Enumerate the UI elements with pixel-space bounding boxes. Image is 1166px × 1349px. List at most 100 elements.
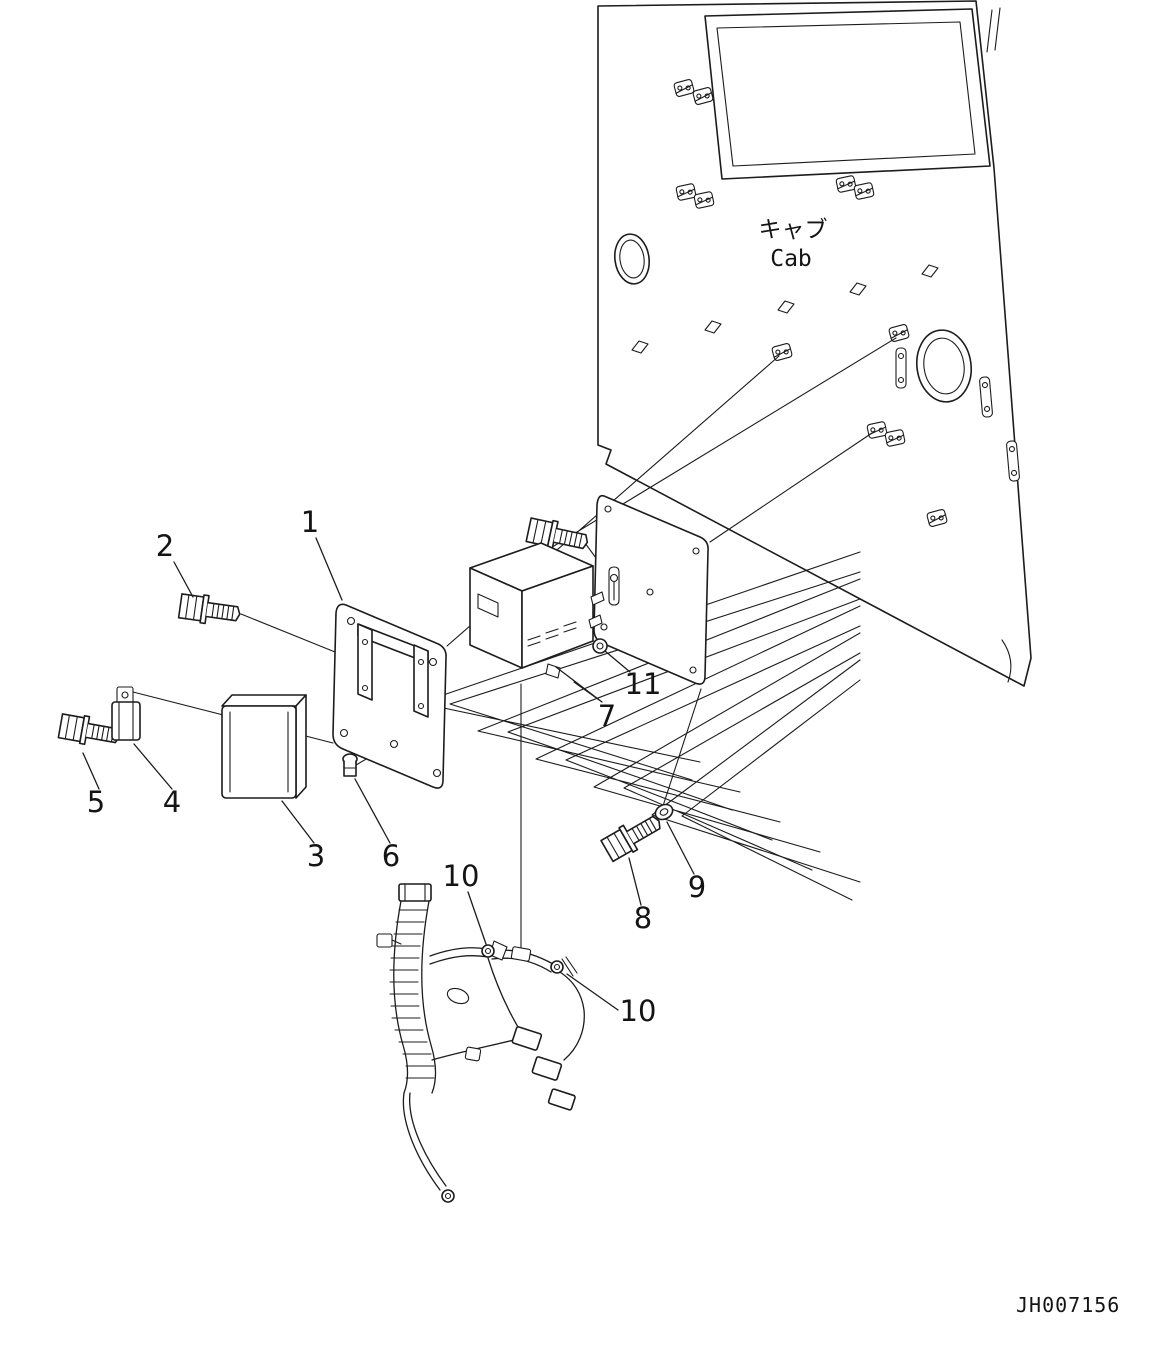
controller-tab xyxy=(590,591,605,606)
cab-panel-corner-detail xyxy=(1001,639,1012,683)
harness-clip-icon xyxy=(887,323,911,343)
clamp-ring-outer xyxy=(550,960,564,974)
harness-wire-loop xyxy=(446,987,470,1005)
bracket-hole xyxy=(417,702,425,710)
mounting-plate xyxy=(332,603,447,789)
harness-clip-icon xyxy=(925,508,949,528)
harness-tube-ribs xyxy=(389,909,435,1079)
bracket-hole xyxy=(361,684,369,692)
plate-bracket-right-rail xyxy=(413,644,429,718)
bracket-hole xyxy=(417,658,425,666)
clamp-4-body xyxy=(111,701,141,741)
bracket-hole xyxy=(361,638,369,646)
cab-label-japanese: キャブ xyxy=(759,217,828,243)
harness-cap-lines xyxy=(404,883,426,902)
sub-plate-hole xyxy=(604,505,612,513)
clamp-tail xyxy=(561,956,578,977)
harness-connector xyxy=(547,1088,576,1111)
washer-inner xyxy=(596,642,604,650)
sub-mounting-plate xyxy=(593,494,709,685)
cab-label-english: Cab xyxy=(770,246,812,272)
harness-tube-right-edge xyxy=(421,900,437,1094)
harness-end-cap xyxy=(398,883,432,902)
bracket-strip-icon xyxy=(895,347,907,389)
callout-8: 8 xyxy=(634,901,652,935)
washer-9 xyxy=(654,803,674,821)
sub-plate-hole xyxy=(692,547,700,555)
clamp-ring-outer xyxy=(481,944,495,958)
controller-unit xyxy=(469,542,605,679)
controller-tab xyxy=(588,614,603,629)
plate-hole xyxy=(428,657,438,667)
washer-inner xyxy=(659,808,669,816)
panel-hole-large-inner xyxy=(923,337,965,395)
plate-hole xyxy=(432,768,442,778)
harness-clip-icon xyxy=(672,78,696,98)
callout-4: 4 xyxy=(163,785,181,819)
callout-9: 9 xyxy=(688,870,706,904)
harness-connector xyxy=(511,1026,543,1051)
sub-plate-hole xyxy=(600,623,608,631)
cab-window-outer xyxy=(704,8,991,180)
harness-clip-icon xyxy=(675,182,697,202)
bolt-2-icon xyxy=(177,591,243,629)
bracket-strip-icon xyxy=(978,376,994,418)
box-3-lid-lines xyxy=(229,711,289,793)
harness-clip-icon xyxy=(691,86,715,106)
callout-11: 11 xyxy=(625,667,662,701)
chevron-band xyxy=(651,659,861,901)
cab-window-inner xyxy=(716,21,976,167)
clamp-4-tab-hole xyxy=(121,691,129,699)
callout-10-lower: 10 xyxy=(620,994,657,1028)
plate-hole xyxy=(389,739,399,749)
box-3-front-face xyxy=(221,705,297,799)
box-3-side-face xyxy=(295,694,307,799)
harness-clip-icon xyxy=(866,420,888,440)
harness-stub-connector xyxy=(376,933,393,948)
cab-panel: キャブ Cab xyxy=(597,0,1032,687)
sub-plate-hole xyxy=(689,666,697,674)
machine-body-chevrons xyxy=(419,551,861,901)
harness-clip-icon xyxy=(770,342,794,362)
wiring-harness xyxy=(376,883,585,1203)
harness-connector-small xyxy=(464,1046,482,1062)
panel-hole-small-outer xyxy=(614,233,650,285)
sub-plate-slot xyxy=(608,566,620,606)
callout-labels: 1 2 3 4 5 6 7 8 9 10 10 11 xyxy=(87,505,706,1028)
control-box-3 xyxy=(221,694,307,799)
harness-clamp-10-upper xyxy=(481,940,508,961)
plate-bracket-left-rail xyxy=(357,623,373,701)
clamp-ring-inner xyxy=(484,947,492,955)
washer-outer xyxy=(654,803,674,821)
panel-hole-small-inner xyxy=(619,239,645,279)
harness-tube-left-edge xyxy=(393,900,409,1094)
harness-clip-icon xyxy=(853,181,875,201)
panel-hole-large-outer xyxy=(915,329,973,403)
clamp-4-body-lines xyxy=(118,701,134,741)
clamp-4 xyxy=(111,686,141,741)
chevron-band xyxy=(535,605,861,841)
harness-connector xyxy=(531,1056,563,1081)
harness-clip-icon xyxy=(693,190,715,210)
callout-3: 3 xyxy=(307,839,325,873)
ring-terminal-inner xyxy=(444,1192,452,1200)
grommet-6 xyxy=(342,753,358,777)
washer-outer xyxy=(592,638,608,654)
cab-panel-outline xyxy=(597,0,1032,687)
callout-5: 5 xyxy=(87,785,105,819)
bracket-strip-icon xyxy=(1005,440,1021,482)
harness-clip-icon xyxy=(884,428,906,448)
plate-hole xyxy=(346,616,356,626)
callout-7: 7 xyxy=(598,699,616,733)
callout-6: 6 xyxy=(382,839,400,873)
harness-stub-wire xyxy=(391,939,402,945)
sub-plate-hole xyxy=(646,588,654,596)
callout-1: 1 xyxy=(301,505,319,539)
harness-clip-icon xyxy=(835,174,857,194)
drawing-id: JH007156 xyxy=(1016,1293,1120,1317)
plate-hole xyxy=(339,728,349,738)
harness-mount-bracket xyxy=(510,946,532,962)
panel-square-holes xyxy=(631,264,939,354)
box-3-top-face xyxy=(221,694,307,707)
callout-leader-lines xyxy=(82,537,695,1011)
